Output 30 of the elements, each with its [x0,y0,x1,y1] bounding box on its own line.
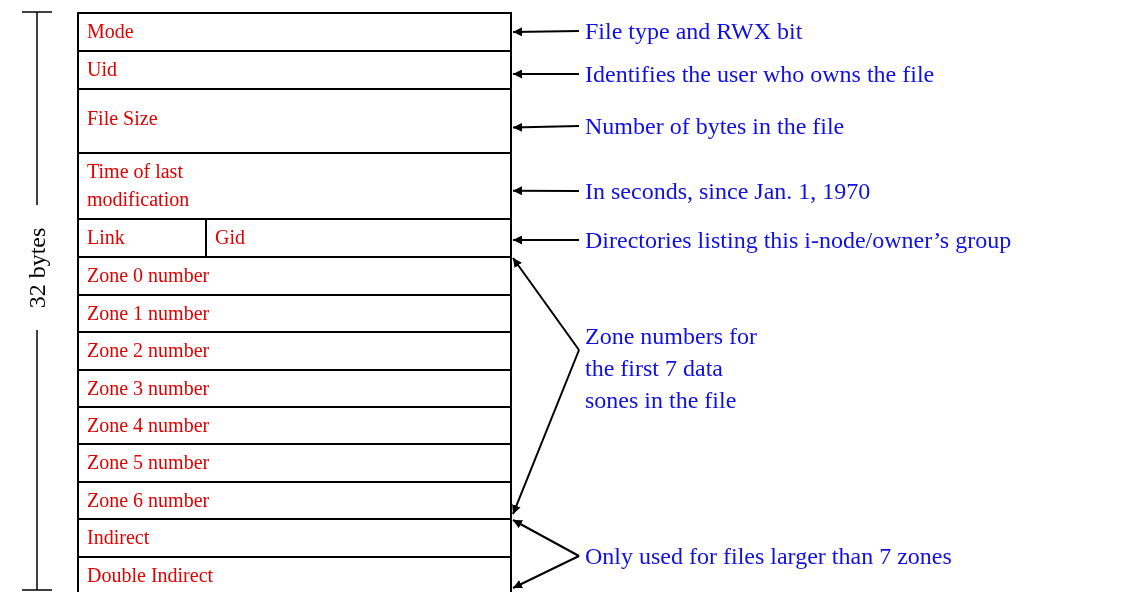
field-cell: Zone 1 number [77,294,512,333]
arrow [512,519,580,557]
annotation-text: Only used for files larger than 7 zones [585,540,952,572]
field-cell: Time of last modification [77,152,512,220]
arrow [512,27,580,37]
annotation-text: File type and RWX bit [585,15,803,47]
arrow [512,69,580,79]
arrow [512,235,580,245]
arrow [512,186,580,196]
field-cell: Zone 4 number [77,406,512,445]
arrow [512,349,580,516]
annotation-text: Directories listing this i-node/owner’s group [585,224,1012,256]
arrow [512,122,580,132]
field-cell: Mode [77,12,512,52]
field-cell: Zone 3 number [77,369,512,408]
annotation-text: Number of bytes in the file [585,110,845,142]
field-cell: Indirect [77,518,512,558]
annotation-text: Identifies the user who owns the file [585,58,935,90]
dimension-label: 32 bytes [23,227,51,309]
field-cell: Zone 0 number [77,256,512,296]
field-cell: Zone 5 number [77,443,512,483]
annotation-text: In seconds, since Jan. 1, 1970 [585,175,871,207]
field-cell: Zone 6 number [77,481,512,520]
arrow [512,555,580,589]
arrow [512,257,580,351]
field-cell: Double Indirect [77,556,512,592]
field-cell: File Size [77,88,512,154]
field-cell: Zone 2 number [77,331,512,371]
field-cell: Uid [77,50,512,90]
annotation-text: Zone numbers for the first 7 data sones in the file [585,320,775,416]
